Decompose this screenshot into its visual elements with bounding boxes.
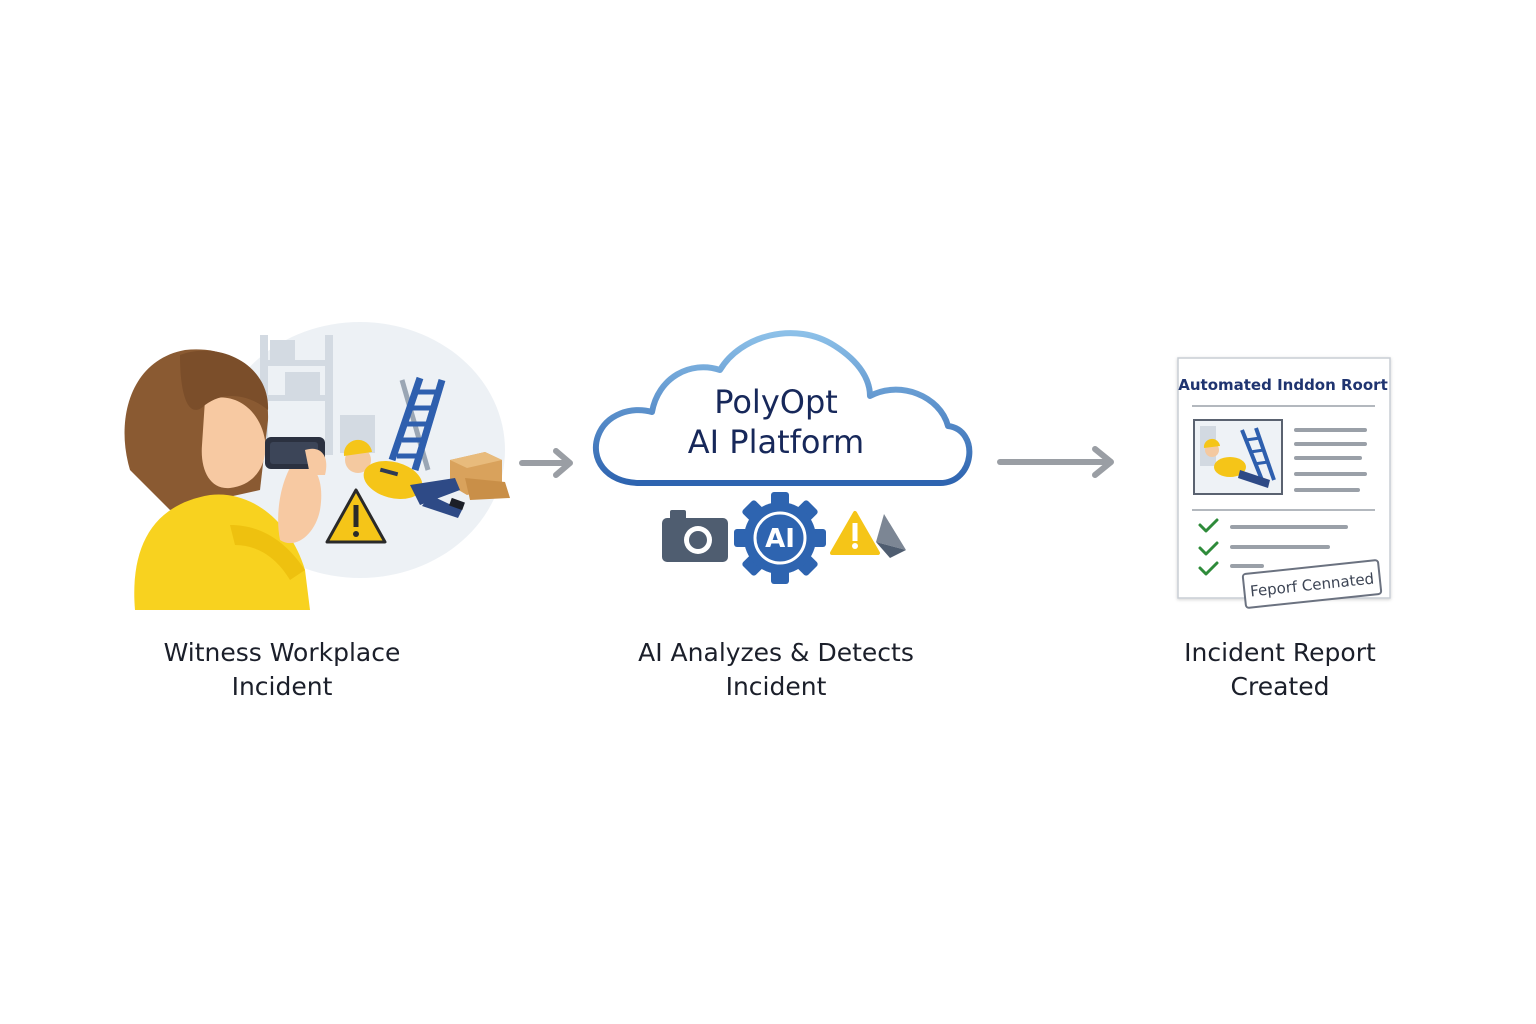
- step-label-report: Incident Report Created: [1100, 636, 1460, 704]
- step-label-line: Incident: [725, 672, 827, 701]
- step-label-line: AI Analyzes & Detects: [638, 638, 914, 667]
- box-icon: [450, 452, 510, 500]
- step-label-line: Witness Workplace: [163, 638, 401, 667]
- witness-illustration: [124, 322, 510, 610]
- warning-icon: [325, 488, 387, 544]
- step-label-ai: AI Analyzes & Detects Incident: [596, 636, 956, 704]
- report-document-icon: Automated Inddon Roort: [1177, 357, 1391, 609]
- send-icon: [876, 514, 906, 558]
- fallen-worker-icon: [343, 439, 465, 518]
- cloud-title-line2: AI Platform: [688, 423, 864, 461]
- cloud-title-line1: PolyOpt: [714, 383, 838, 421]
- camera-icon: [662, 510, 728, 562]
- ai-gear-icon: AI: [734, 492, 826, 584]
- step-label-line: Created: [1230, 672, 1330, 701]
- stamp-icon: Feporf Cennated: [1241, 559, 1383, 609]
- report-title: Automated Inddon Roort: [1178, 376, 1388, 394]
- step-label-witness: Witness Workplace Incident: [102, 636, 462, 704]
- step-label-line: Incident: [231, 672, 333, 701]
- warning-icon: [830, 511, 880, 555]
- witness-person-icon: [124, 349, 327, 610]
- incident-photo-icon: [1193, 419, 1283, 495]
- arrow-icon: [997, 446, 1114, 478]
- step-label-line: Incident Report: [1184, 638, 1376, 667]
- checkmark-icon: [1198, 518, 1219, 576]
- arrow-icon: [519, 448, 573, 478]
- cloud-icon: [592, 330, 973, 486]
- gear-ai-label: AI: [765, 524, 795, 554]
- ladder-icon: [388, 376, 446, 472]
- ai-platform-illustration: PolyOpt AI Platform AI: [592, 330, 973, 584]
